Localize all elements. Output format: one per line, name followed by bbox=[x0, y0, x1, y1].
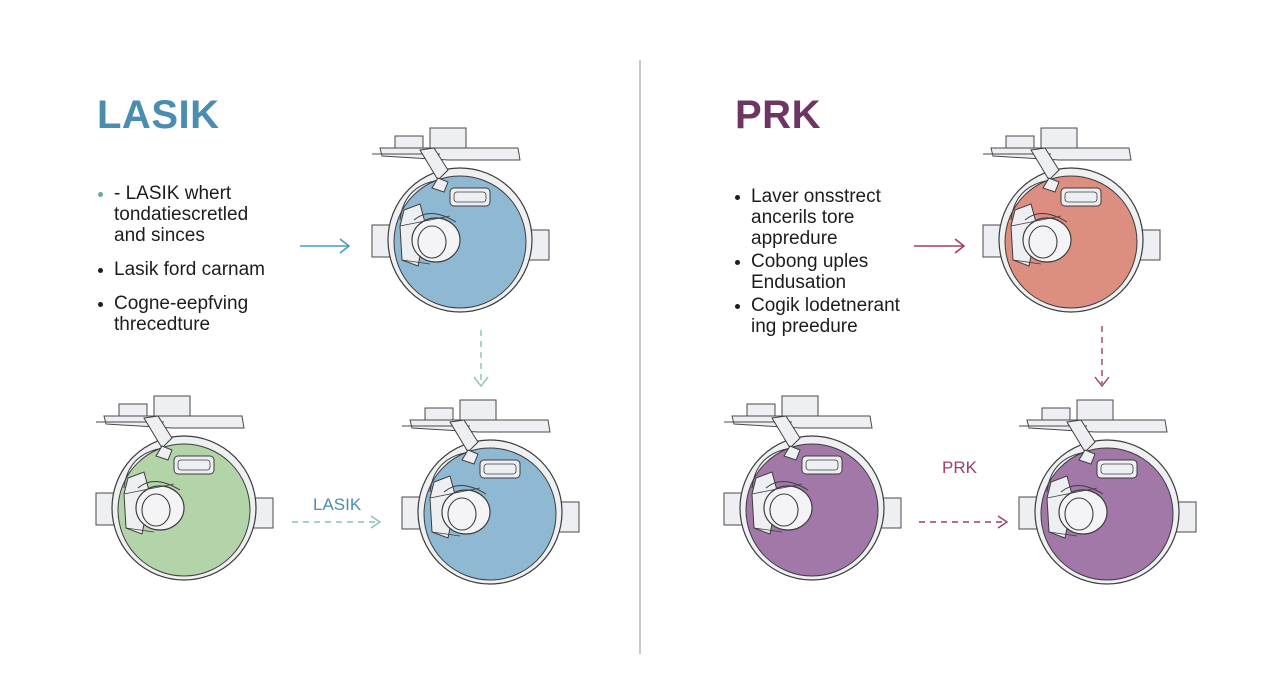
dashed-arrow-down-icon bbox=[1094, 326, 1110, 388]
eye-device-icon bbox=[96, 396, 273, 580]
lasik-flow-label: LASIK bbox=[313, 495, 362, 514]
bullet-dot-icon bbox=[735, 260, 740, 265]
dashed-arrow-down-icon bbox=[473, 330, 489, 388]
lasik-bullet: - LASIK whert tondatiescretled and since… bbox=[98, 183, 338, 246]
prk-flow-label: PRK bbox=[942, 458, 977, 477]
lasik-title: LASIK bbox=[97, 93, 220, 137]
eye-device-icon bbox=[983, 128, 1160, 312]
eye-device-icon bbox=[402, 400, 579, 584]
dashed-arrow-right-icon bbox=[292, 515, 382, 529]
prk-diagram bbox=[641, 0, 1280, 698]
arrow-right-icon bbox=[300, 238, 351, 254]
lasik-panel: LASIK - LASIK whert tondatiescretled and… bbox=[0, 0, 639, 698]
lasik-diagram bbox=[0, 0, 639, 698]
eye-device-icon bbox=[372, 128, 549, 312]
eye-device-icon bbox=[724, 396, 901, 580]
prk-bullet: Cogik lodetnerant ing preedure bbox=[735, 295, 975, 337]
bullet-dot-icon bbox=[98, 192, 103, 197]
bullet-dot-icon bbox=[735, 195, 740, 200]
arrow-right-icon bbox=[914, 238, 966, 254]
eye-device-icon bbox=[1019, 400, 1196, 584]
bullet-dot-icon bbox=[98, 302, 103, 307]
prk-panel: PRK Laver onsstrect ancerils tore appred… bbox=[641, 0, 1280, 698]
prk-title: PRK bbox=[735, 93, 821, 137]
prk-bullet: Cobong uples Endusation bbox=[735, 251, 975, 293]
center-divider bbox=[639, 60, 641, 654]
prk-bullet: Laver onsstrect ancerils tore appredure bbox=[735, 186, 975, 249]
prk-bullet-list: Laver onsstrect ancerils tore appredure … bbox=[735, 186, 975, 339]
lasik-bullet: Cogne-eepfving threcedture bbox=[98, 293, 338, 335]
lasik-bullet: Lasik ford carnam bbox=[98, 259, 338, 280]
bullet-dot-icon bbox=[735, 304, 740, 309]
lasik-bullet-list: - LASIK whert tondatiescretled and since… bbox=[98, 183, 338, 348]
dashed-arrow-right-icon bbox=[919, 515, 1009, 529]
bullet-dot-icon bbox=[98, 268, 103, 273]
